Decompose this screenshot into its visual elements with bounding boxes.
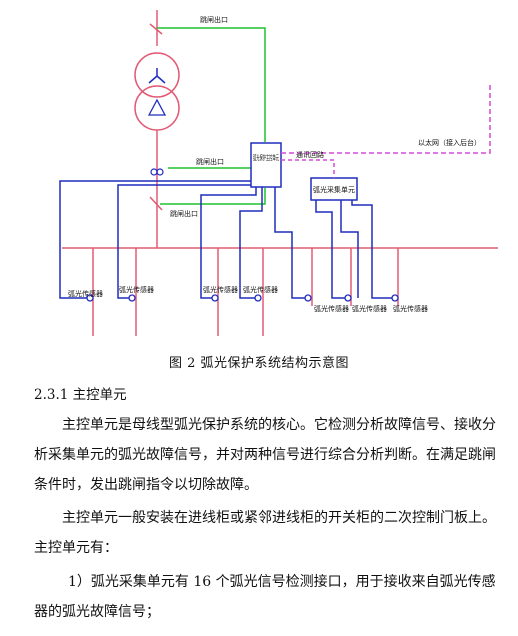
trip-exit-label-mid: 跳闸出口 <box>196 157 224 166</box>
bus-breaker <box>149 196 163 211</box>
comm-line-label: 通讯回路 <box>296 150 324 159</box>
trip-line-top <box>157 27 266 142</box>
sensor-label-3: 弧光传感器 <box>203 285 238 294</box>
ct-2 <box>156 168 164 176</box>
arc-protection-system-diagram: 跳闸出口 跳闸出口 跳闸出口 弧光保护主控单元 弧光采集单元 通讯回路 以太网（… <box>59 10 498 336</box>
list-item-1-text: 1）弧光采集单元有 16 个弧光信号检测接口，用于接收来自弧光传感器的弧光故障信… <box>34 574 496 620</box>
ethernet-label: 以太网（接入后台） <box>418 138 481 147</box>
trip-line-low <box>160 188 266 205</box>
section-heading: 2.3.1 主控单元 <box>34 387 127 403</box>
main-control-unit-box <box>250 142 282 188</box>
trip-exit-label-top: 跳闸出口 <box>200 15 228 24</box>
sensor-label-5: 弧光传感器 <box>314 304 349 313</box>
main-unit-label: 弧光保护主控单元 <box>253 153 279 162</box>
figure-caption: 图 2 弧光保护系统结构示意图 <box>168 356 350 371</box>
transformer-winding-1 <box>134 52 180 98</box>
sensor-label-4: 弧光传感器 <box>243 285 278 294</box>
transformer-winding-2 <box>134 85 180 131</box>
sensor-label-6: 弧光传感器 <box>352 304 387 313</box>
paragraph-main-unit-core: 主控单元是母线型弧光保护系统的核心。它检测分析故障信号、接收分析采集单元的弧光故… <box>34 417 496 493</box>
collect-unit-label: 弧光采集单元 <box>313 185 355 194</box>
collect-unit-sensor-wiring <box>315 200 398 299</box>
delta-symbol <box>147 98 167 116</box>
sensor-label-1: 弧光传感器 <box>68 289 103 298</box>
wye-symbol <box>148 68 166 84</box>
sensor-label-7: 弧光传感器 <box>393 304 428 313</box>
incoming-breaker <box>149 23 163 35</box>
ct-1 <box>150 168 158 176</box>
sensor-symbols <box>86 294 399 302</box>
trip-exit-label-low: 跳闸出口 <box>170 209 198 218</box>
paragraph-main-unit-install: 主控单元一般安装在进线柜或紧邻进线柜的开关柜的二次控制门板上。主控单元有： <box>34 510 496 556</box>
sensor-label-2: 弧光传感器 <box>119 285 154 294</box>
list-item-1: 1）弧光采集单元有 16 个弧光信号检测接口，用于接收来自弧光传感器的弧光故障信… <box>34 567 500 627</box>
comm-line <box>281 159 335 178</box>
ethernet-line <box>281 85 491 154</box>
main-unit-sensor-wiring <box>59 180 306 299</box>
